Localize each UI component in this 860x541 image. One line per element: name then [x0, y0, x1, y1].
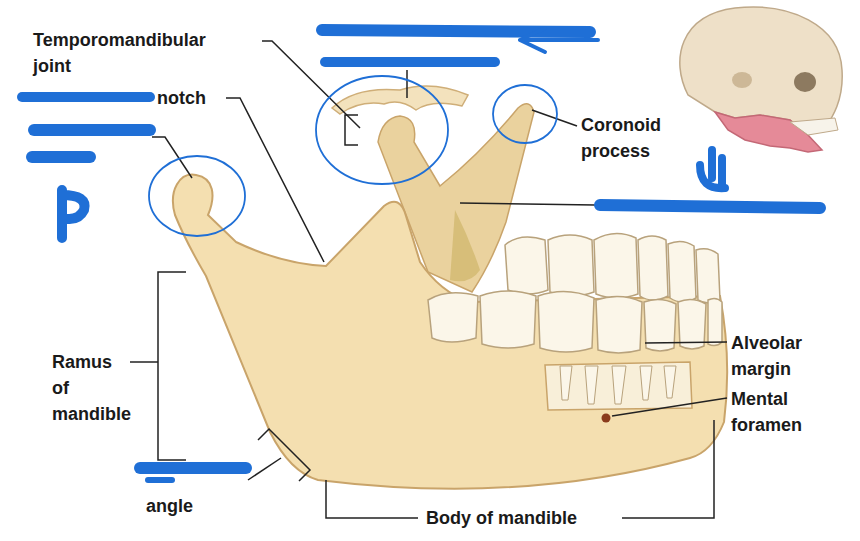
part-label: Coronoid process	[581, 112, 661, 164]
part-label: Mental foramen	[731, 386, 802, 438]
mandible-body	[173, 175, 727, 489]
part-label: Temporomandibular joint	[33, 27, 206, 79]
part-label: Ramus of mandible	[52, 349, 131, 427]
leader-lines	[130, 41, 727, 518]
part-label: notch	[157, 85, 206, 111]
pen-marks	[22, 28, 820, 480]
upper-teeth	[505, 233, 720, 303]
mental-foramen-dot	[602, 414, 611, 423]
temporal-bone	[332, 86, 468, 114]
part-label: Body of mandible	[426, 505, 577, 531]
root-cutaway	[545, 362, 692, 410]
part-label: angle	[146, 493, 193, 519]
lower-teeth	[428, 291, 722, 353]
skull-thumbnail	[680, 7, 842, 152]
part-label: Alveolar margin	[731, 330, 802, 382]
